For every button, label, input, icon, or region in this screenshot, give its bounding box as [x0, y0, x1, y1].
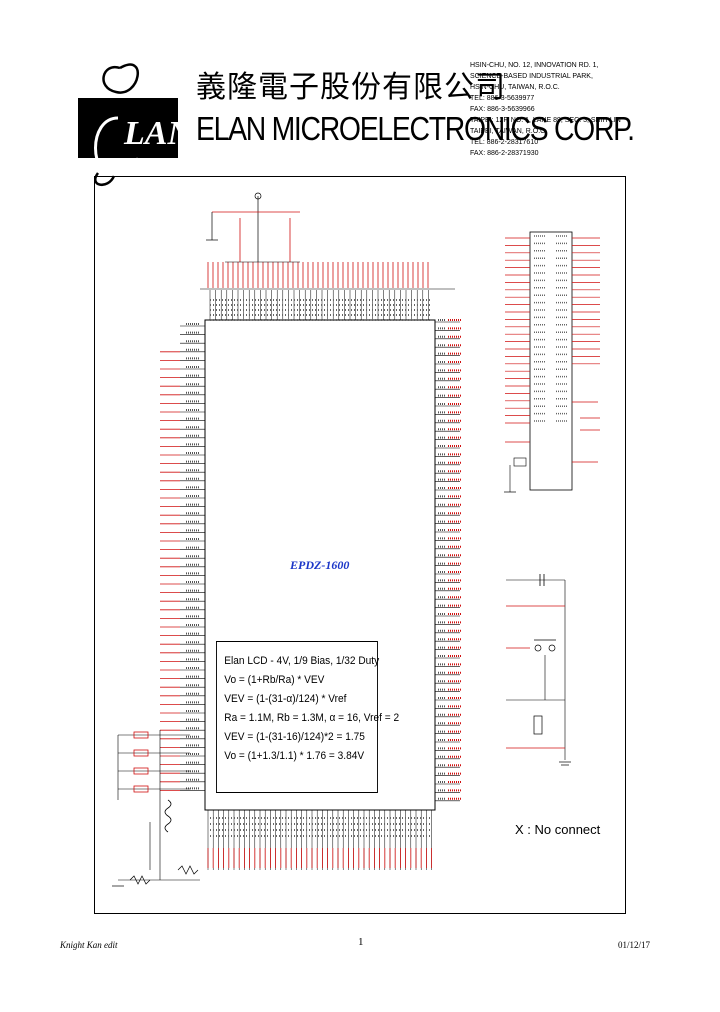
address-line: HSIN-CHU, TAIWAN, R.O.C. — [470, 84, 560, 91]
main-chip-body — [204, 319, 436, 811]
footer-page-number: 1 — [358, 936, 364, 948]
address-line: TEL: 886-2-28317610 — [470, 139, 539, 146]
footer-author: Knight Kan edit — [60, 940, 118, 950]
address-line: HSIN-CHU, NO. 12, INNOVATION RD. 1, — [470, 62, 599, 69]
elan-logo: LAN — [78, 63, 178, 186]
resistor-icon — [133, 767, 149, 775]
resistor-icon — [133, 731, 149, 739]
address-line: TAIPEI, TAIWAN, R.O.C. — [470, 128, 548, 135]
address-line: SCIENCE-BASED INDUSTRIAL PARK, — [470, 73, 593, 80]
resistor-icon — [129, 875, 151, 885]
no-connect-note: X : No connect — [515, 822, 601, 837]
formula-line: Vo = (1+1.3/1.1) * 1.76 = 3.84V — [224, 750, 365, 762]
schematic-frame — [94, 176, 626, 914]
connector-chip — [529, 231, 573, 491]
chip-label: EPDZ-1600 — [290, 558, 350, 572]
address-line: TAIPEI: 12F, NO. 1, LANE 89, SEC. 3, SHI… — [470, 117, 621, 124]
address-line: TEL: 886-3-5639977 — [470, 95, 535, 102]
switch-icon — [534, 644, 542, 652]
crystal-icon — [533, 715, 543, 735]
footer-date: 01/12/17 — [618, 940, 651, 950]
resistor-icon — [177, 865, 199, 875]
formula-line: Vo = (1+Rb/Ra) * VEV — [224, 674, 325, 686]
inductor-icon — [164, 799, 172, 833]
company-name-english: ELAN MICROELECTRONICS CORP. — [196, 110, 635, 147]
resistor-icon — [133, 749, 149, 757]
formula-line: Elan LCD - 4V, 1/9 Bias, 1/32 Duty — [224, 655, 380, 667]
address-line: FAX: 886-3-5639966 — [470, 106, 535, 113]
formula-line: VEV = (1-(31-16)/124)*2 = 1.75 — [224, 731, 365, 743]
company-name-chinese: 義隆電子股份有限公司 — [196, 70, 506, 105]
formula-line: Ra = 1.1M, Rb = 1.3M, α = 16, Vref = 2 — [224, 712, 400, 724]
capacitor-icon — [513, 457, 527, 467]
logo-text: LAN — [123, 115, 178, 152]
company-address: HSIN-CHU, NO. 12, INNOVATION RD. 1, SCIE… — [470, 60, 621, 159]
resistor-icon — [133, 785, 149, 793]
lcd-formula-note: Elan LCD - 4V, 1/9 Bias, 1/32 Duty Vo = … — [216, 641, 400, 793]
formula-line: VEV = (1-(31-α)/124) * Vref — [224, 693, 347, 705]
address-line: FAX: 886-2-28371930 — [470, 150, 539, 157]
power-node — [254, 192, 262, 200]
switch-icon — [548, 644, 556, 652]
